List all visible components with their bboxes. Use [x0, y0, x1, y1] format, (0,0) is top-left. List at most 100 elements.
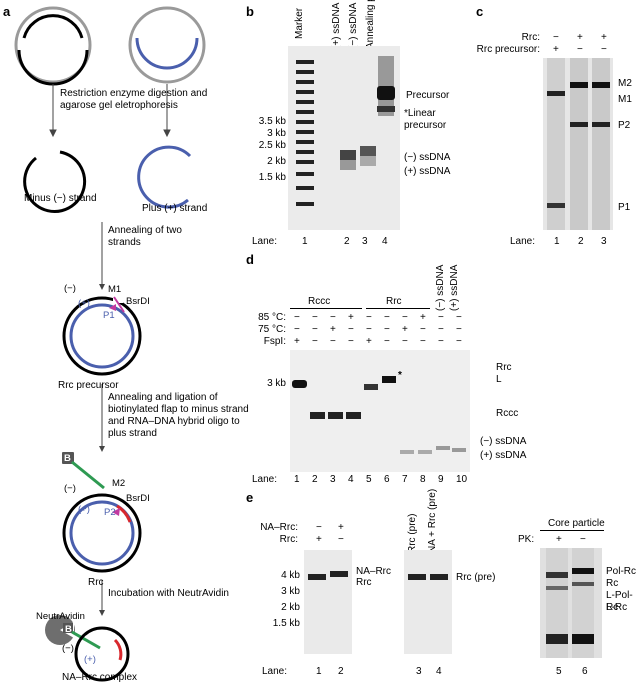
e-label-l-pol-rc: L-Pol-Rc [606, 590, 633, 613]
plus-sym-1: (+) [78, 298, 90, 309]
d-rowfsp-1: + [294, 336, 300, 347]
e-pk-1: + [556, 534, 562, 545]
d-row75-2: − [312, 324, 318, 335]
plasmid-left-circle [14, 6, 92, 86]
d-row85-8: + [420, 312, 426, 323]
c-row2-label: Rrc precursor: [476, 44, 540, 55]
plus-sym-3: (+) [84, 654, 96, 665]
d-row75-3: + [330, 324, 336, 335]
d-rowfsp-7: − [402, 336, 408, 347]
d-header-plus: (+) ssDNA [449, 264, 460, 311]
step3-text: Annealing and ligation of biotinylated f… [108, 392, 249, 439]
p2-label: P2 [104, 507, 116, 518]
e-lane-5: 5 [556, 666, 562, 677]
na-rrc-label: NA–Rrc complex [62, 672, 138, 683]
bsrdi-label-2: BsrDI [126, 493, 150, 504]
d-row85-label: 85 °C: [258, 312, 286, 323]
d-lane-3: 3 [330, 474, 336, 485]
e-label-na-rrc: NA–Rrc [356, 566, 392, 577]
rrc-precursor-label: Rrc precursor [58, 380, 119, 391]
c-lane-2: 2 [578, 236, 584, 247]
minus-sym-1: (−) [64, 283, 76, 294]
panel-b-label: b [246, 4, 254, 19]
e-label-rrc-pre: Rrc (pre) [456, 572, 496, 583]
b-header-annealing: Annealing products [365, 0, 376, 49]
d-group-rrc: Rrc [386, 296, 402, 307]
e-label-rrc: Rrc [356, 577, 372, 588]
c-label-m2: M2 [618, 78, 632, 89]
na-rrc-diagram [45, 615, 130, 682]
e-row1-1: − [316, 522, 322, 533]
d-lane-1: 1 [294, 474, 300, 485]
panel-c-label: c [476, 4, 484, 19]
d-condition-grid: −−−+−−−+−−−−+−−−+−−−+−−−+−−−−− [290, 312, 470, 348]
d-lane-word: Lane: [252, 474, 278, 485]
step2-text: Annealing of two strands [108, 225, 182, 248]
b-size-2: 2 kb [267, 156, 286, 167]
b-label-linear: *Linear precursor [404, 108, 447, 131]
d-lane-6: 6 [384, 474, 390, 485]
d-row85-1: − [294, 312, 300, 323]
b-label-precursor: Precursor [406, 90, 450, 101]
d-rowfsp-4: − [348, 336, 354, 347]
c-row1-2: + [577, 32, 583, 43]
e-label-pol-rc: Pol-Rc [606, 566, 636, 577]
b-header-minus: (−) ssDNA [348, 2, 359, 49]
panel-a-label: a [3, 4, 11, 19]
gel-d [290, 350, 470, 472]
b-lane-1: 1 [302, 236, 308, 247]
b-size-2.5: 2.5 kb [258, 140, 286, 151]
c-label-p1: P1 [618, 202, 631, 213]
c-lane-1: 1 [554, 236, 560, 247]
b-lane-2: 2 [344, 236, 350, 247]
panel-e-label: e [246, 490, 254, 505]
b-lane-3: 3 [362, 236, 368, 247]
gel-e2 [404, 550, 452, 654]
b-size-3: 3 kb [267, 128, 286, 139]
minus-sym-2: (−) [64, 483, 76, 494]
e-size-2: 2 kb [281, 602, 300, 613]
e-header-na-rrc-pre: NA + Rrc (pre) [427, 488, 438, 553]
d-row85-4: + [348, 312, 354, 323]
d-label-rrc: Rrc [496, 362, 512, 373]
c-row2-3: − [601, 44, 607, 55]
e-size-3: 3 kb [281, 586, 300, 597]
c-row1-1: − [553, 32, 559, 43]
d-lane-5: 5 [366, 474, 372, 485]
d-row85-2: − [312, 312, 318, 323]
gel-c [543, 58, 613, 230]
rrc-diagram [62, 452, 142, 573]
b-lane-word: Lane: [252, 236, 278, 247]
e-size-1.5: 1.5 kb [272, 618, 300, 629]
d-row75-10: − [456, 324, 462, 335]
b-size-1.5: 1.5 kb [258, 172, 286, 183]
d-rowfsp-label: FspI: [263, 336, 286, 347]
e-row1-label: NA–Rrc: [260, 522, 298, 533]
d-size-3kb: 3 kb [267, 378, 286, 389]
b-header-marker: Marker [294, 7, 305, 39]
gel-e3 [540, 548, 602, 658]
b-label-plus: (+) ssDNA [404, 166, 451, 177]
e-lane-word: Lane: [262, 666, 288, 677]
c-lane-word: Lane: [510, 236, 536, 247]
d-row85-9: − [438, 312, 444, 323]
rrc-label: Rrc [88, 577, 104, 588]
c-row1-label: Rrc: [521, 32, 540, 43]
e-header-rrc-pre: Rrc (pre) [407, 513, 418, 553]
biotin-b-2: B [65, 624, 72, 635]
e-row2-2: − [338, 534, 344, 545]
d-rowfsp-9: − [438, 336, 444, 347]
plus-strand-label: Plus (+) strand [142, 203, 208, 214]
d-row75-label: 75 °C: [258, 324, 286, 335]
minus-sym-3: (−) [62, 643, 74, 654]
d-row75-9: − [438, 324, 444, 335]
minus-strand-label: Minus (−) strand [24, 193, 97, 204]
b-lane-4: 4 [382, 236, 388, 247]
e-row2-label: Rrc: [279, 534, 298, 545]
arrows-top [49, 84, 171, 138]
e-row2-1: + [316, 534, 322, 545]
d-rowfsp-8: − [420, 336, 426, 347]
d-lane-7: 7 [402, 474, 408, 485]
plus-strand-arc [137, 145, 192, 209]
d-row75-6: − [384, 324, 390, 335]
